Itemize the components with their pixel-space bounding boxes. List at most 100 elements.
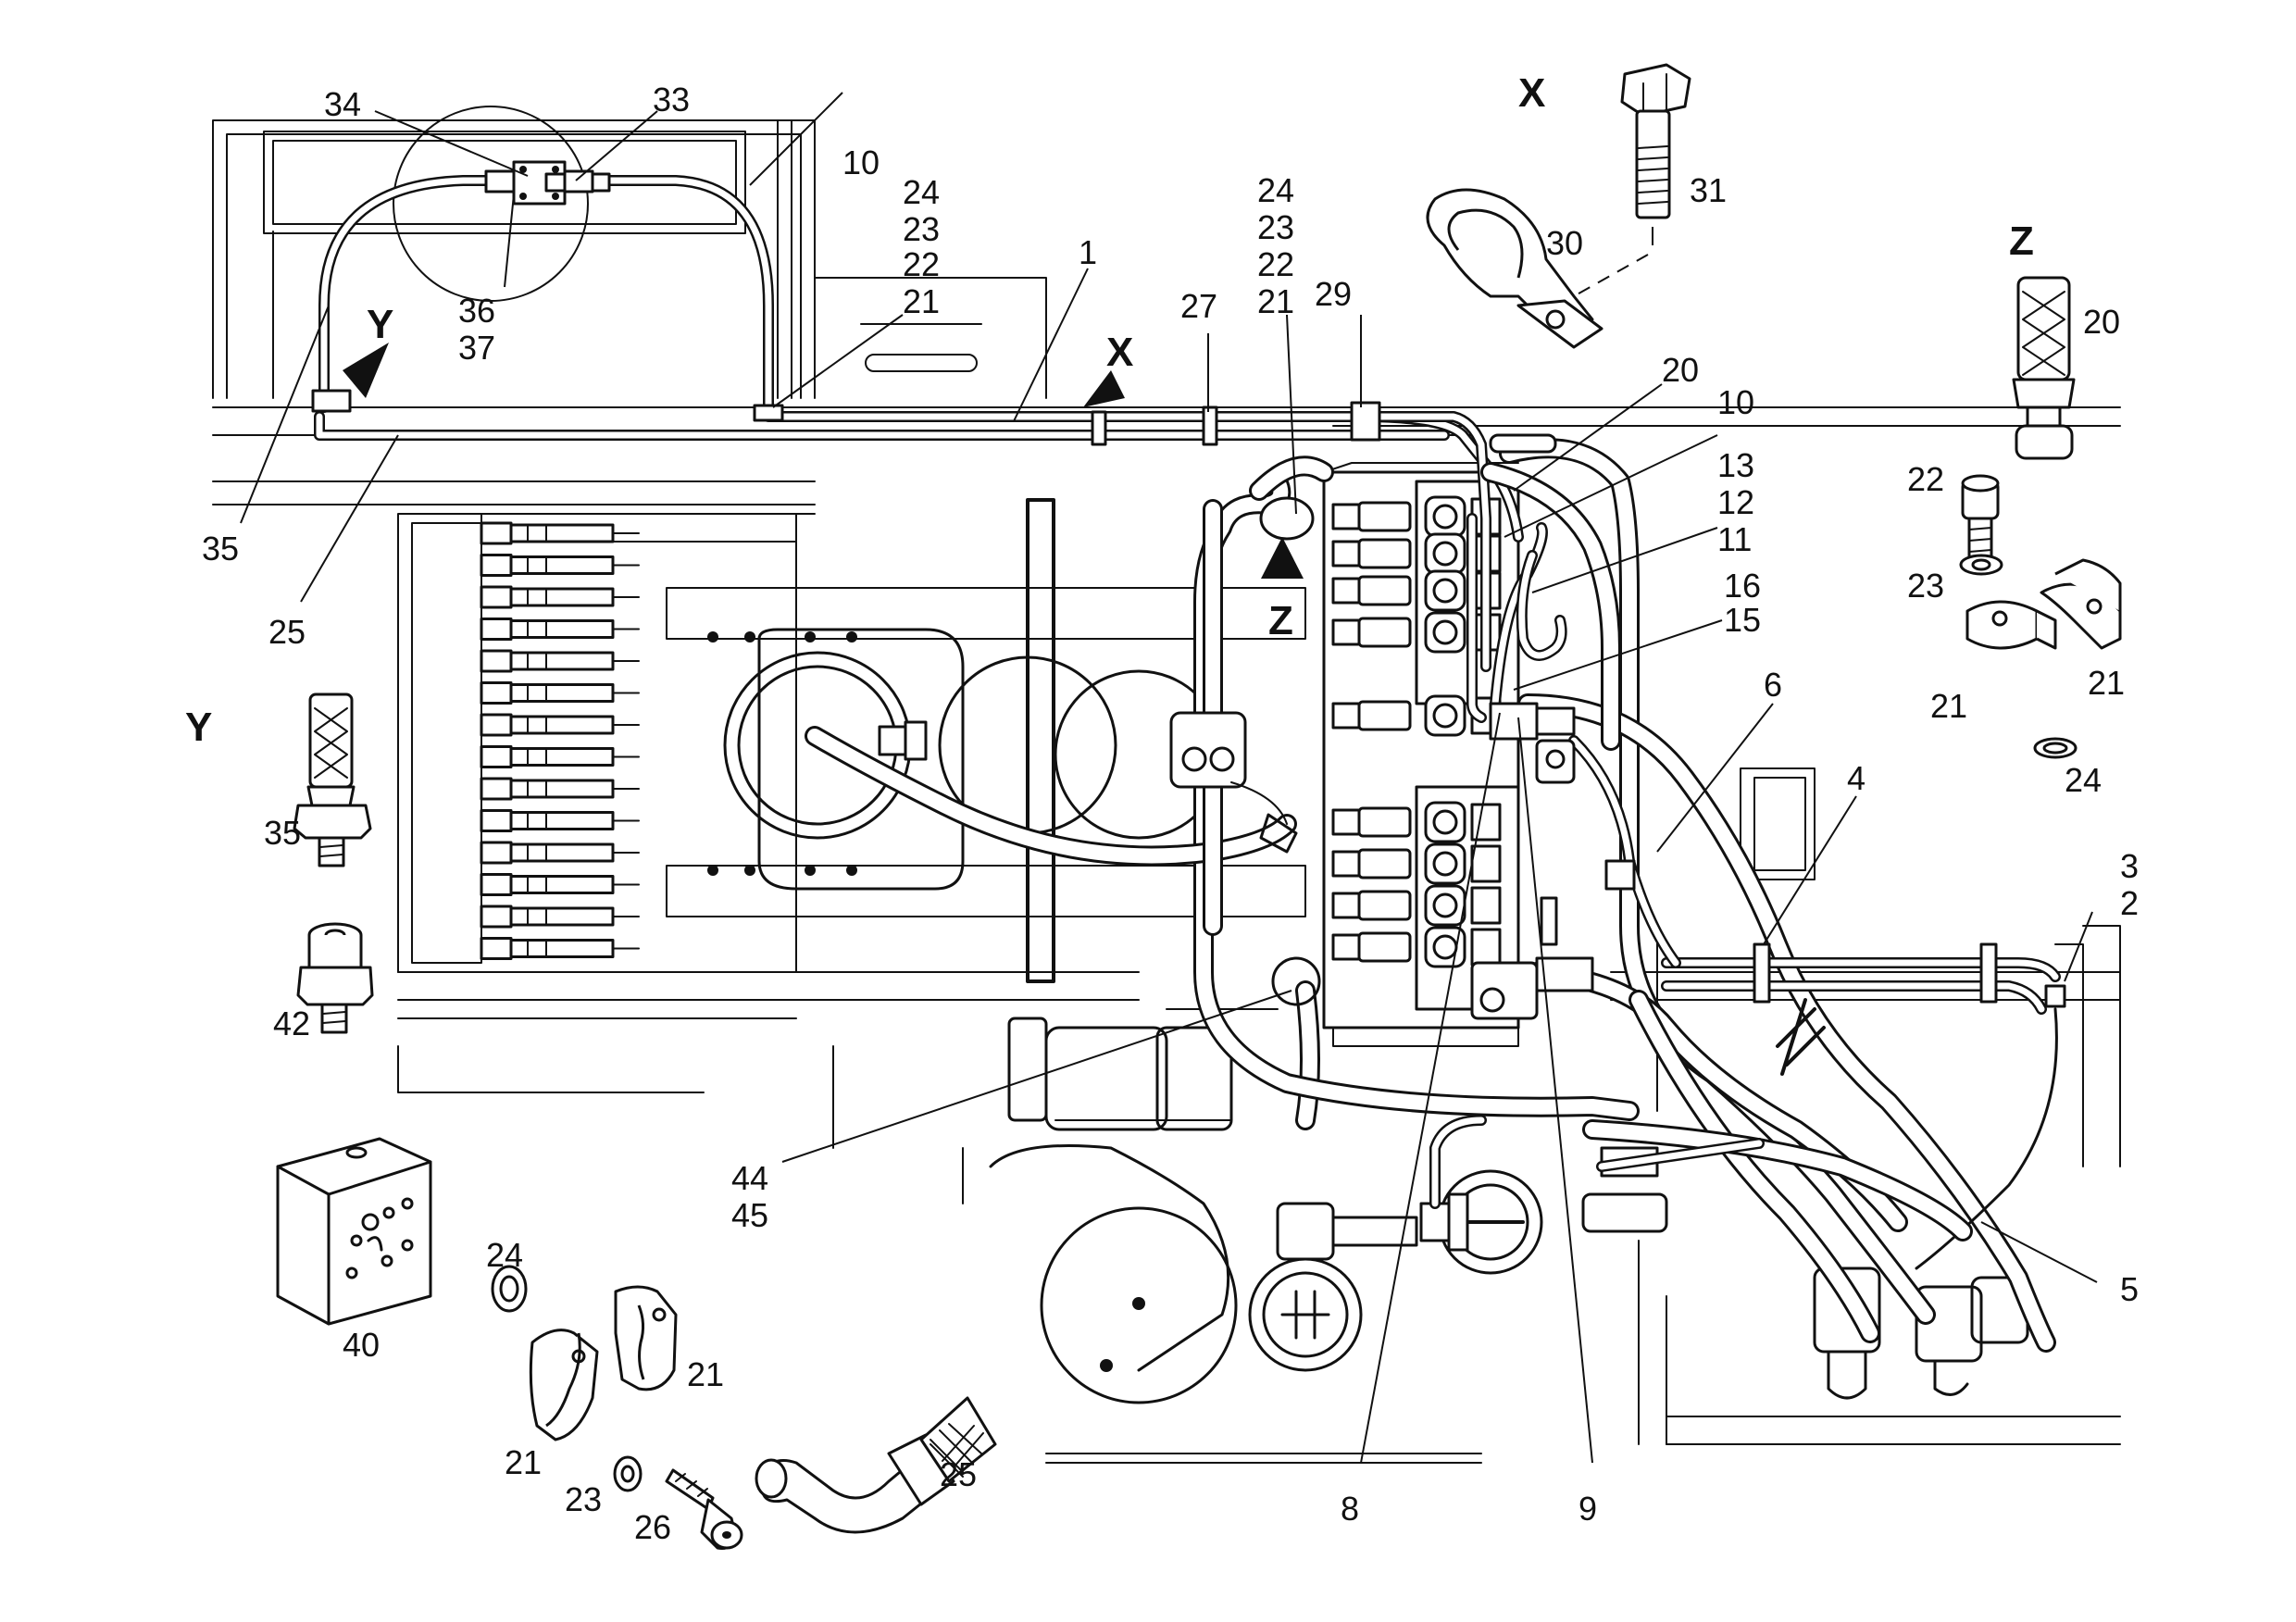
callout-25b: 25 (940, 1455, 977, 1493)
injector-nozzles (480, 521, 640, 960)
view-label-z: Z (1268, 598, 1293, 643)
callout-4: 4 (1847, 759, 1866, 797)
callout-10b: 10 (1717, 383, 1754, 421)
split-flange-icon (1965, 558, 2122, 650)
o-ring-24-icon (491, 1265, 528, 1313)
detail-z: Z 20 22 (1907, 218, 2125, 799)
injector-nozzle (480, 618, 640, 641)
lower-mechanism (989, 1144, 2029, 1404)
callout-9: 9 (1578, 1490, 1597, 1528)
detail-label-y: Y (185, 705, 212, 750)
callout-27: 27 (1180, 287, 1217, 325)
adapter-42-icon (296, 922, 374, 1034)
o-ring-icon (2033, 737, 2078, 759)
injector-nozzle (480, 937, 640, 960)
hose-routing (311, 160, 2066, 1353)
callout-23d: 23 (565, 1480, 602, 1518)
callout-44: 44 (731, 1159, 768, 1197)
leader-lines (240, 92, 2098, 1464)
callout-22a: 22 (903, 245, 940, 283)
detail-x: X 31 30 (1426, 63, 1727, 349)
callout-21f: 21 (505, 1443, 542, 1481)
view-label-x: X (1106, 330, 1133, 375)
view-arrows: Y X Z (343, 302, 1304, 643)
callout-13: 13 (1717, 446, 1754, 484)
callouts-main: 34 33 10 24 23 22 21 36 37 35 25 1 27 24… (202, 81, 2139, 1528)
callout-21b: 21 (1257, 282, 1294, 320)
callout-3: 3 (2120, 847, 2139, 885)
callout-21e: 21 (687, 1355, 724, 1393)
callout-35b: 35 (264, 814, 301, 852)
detail-y: Y (185, 692, 432, 1364)
callout-20a: 20 (1662, 351, 1699, 389)
callout-11: 11 (1717, 520, 1752, 558)
callout-31: 31 (1690, 171, 1727, 209)
injector-nozzle (480, 681, 640, 705)
callout-23b: 23 (1257, 208, 1294, 246)
injector-nozzle (480, 873, 640, 896)
callout-29: 29 (1315, 275, 1352, 313)
injector-nozzle (480, 585, 640, 609)
valve-spool (1331, 884, 1502, 927)
view-label-y: Y (367, 302, 393, 347)
callout-42: 42 (273, 1004, 310, 1042)
callout-22b: 22 (1257, 245, 1294, 283)
view-arrow-x-icon (1083, 370, 1125, 407)
p-clamp-icon (1426, 188, 1603, 349)
callout-33: 33 (653, 81, 690, 119)
callout-5: 5 (2120, 1270, 2139, 1308)
callout-25a: 25 (268, 613, 306, 651)
callout-36: 36 (458, 292, 495, 330)
socket-screw-26-icon (665, 1468, 743, 1550)
callout-45: 45 (731, 1196, 768, 1234)
callout-22c: 22 (1907, 460, 1944, 498)
injector-nozzle (480, 841, 640, 865)
callout-21c: 21 (1930, 687, 1967, 725)
callout-21d: 21 (2088, 664, 2125, 702)
callout-24a: 24 (903, 173, 940, 211)
detail-label-x: X (1518, 70, 1545, 116)
washer-23-icon (613, 1455, 643, 1492)
callout-34: 34 (324, 85, 361, 123)
callout-10a: 10 (842, 143, 880, 181)
callout-1: 1 (1079, 233, 1097, 271)
washer-icon (1959, 554, 2003, 576)
callout-24c: 24 (2065, 761, 2102, 799)
callout-26: 26 (634, 1508, 671, 1546)
hose-elbow-25-icon (755, 1396, 997, 1534)
injector-nozzle (480, 745, 640, 768)
callout-40: 40 (343, 1326, 380, 1364)
threaded-hose-fitting-icon (2012, 276, 2076, 460)
flange-parts-bottom: 24 21 21 23 26 25 (486, 1236, 997, 1550)
view-arrow-z-icon (1261, 537, 1304, 579)
socket-screw-icon (1961, 474, 2000, 567)
callout-2: 2 (2120, 884, 2139, 922)
callout-8: 8 (1341, 1490, 1359, 1528)
callout-37: 37 (458, 329, 495, 367)
callout-16: 16 (1724, 567, 1761, 605)
callout-21a: 21 (903, 282, 940, 320)
hex-bolt-icon (1620, 63, 1691, 219)
injector-nozzle (480, 554, 640, 577)
hose-fitting-35-icon (293, 692, 372, 867)
callout-30: 30 (1546, 224, 1583, 262)
callout-24b: 24 (1257, 171, 1294, 209)
injector-nozzle (480, 713, 640, 737)
injector-nozzle (480, 649, 640, 673)
callout-23c: 23 (1907, 567, 1944, 605)
view-arrow-y-icon (343, 343, 389, 398)
pump-motor (1007, 956, 1321, 1131)
split-flange-21-icon (529, 1285, 678, 1441)
callout-12: 12 (1717, 483, 1754, 521)
callout-35a: 35 (202, 530, 239, 568)
callout-6: 6 (1764, 666, 1782, 704)
detail-label-z: Z (2009, 218, 2034, 264)
injector-nozzle (480, 777, 640, 801)
injector-rack (397, 513, 816, 973)
injector-nozzle (480, 905, 640, 929)
valve-spool (1331, 842, 1502, 885)
callout-20b: 20 (2083, 303, 2120, 341)
distribution-block-icon (276, 1137, 432, 1326)
injector-nozzle (480, 521, 640, 545)
